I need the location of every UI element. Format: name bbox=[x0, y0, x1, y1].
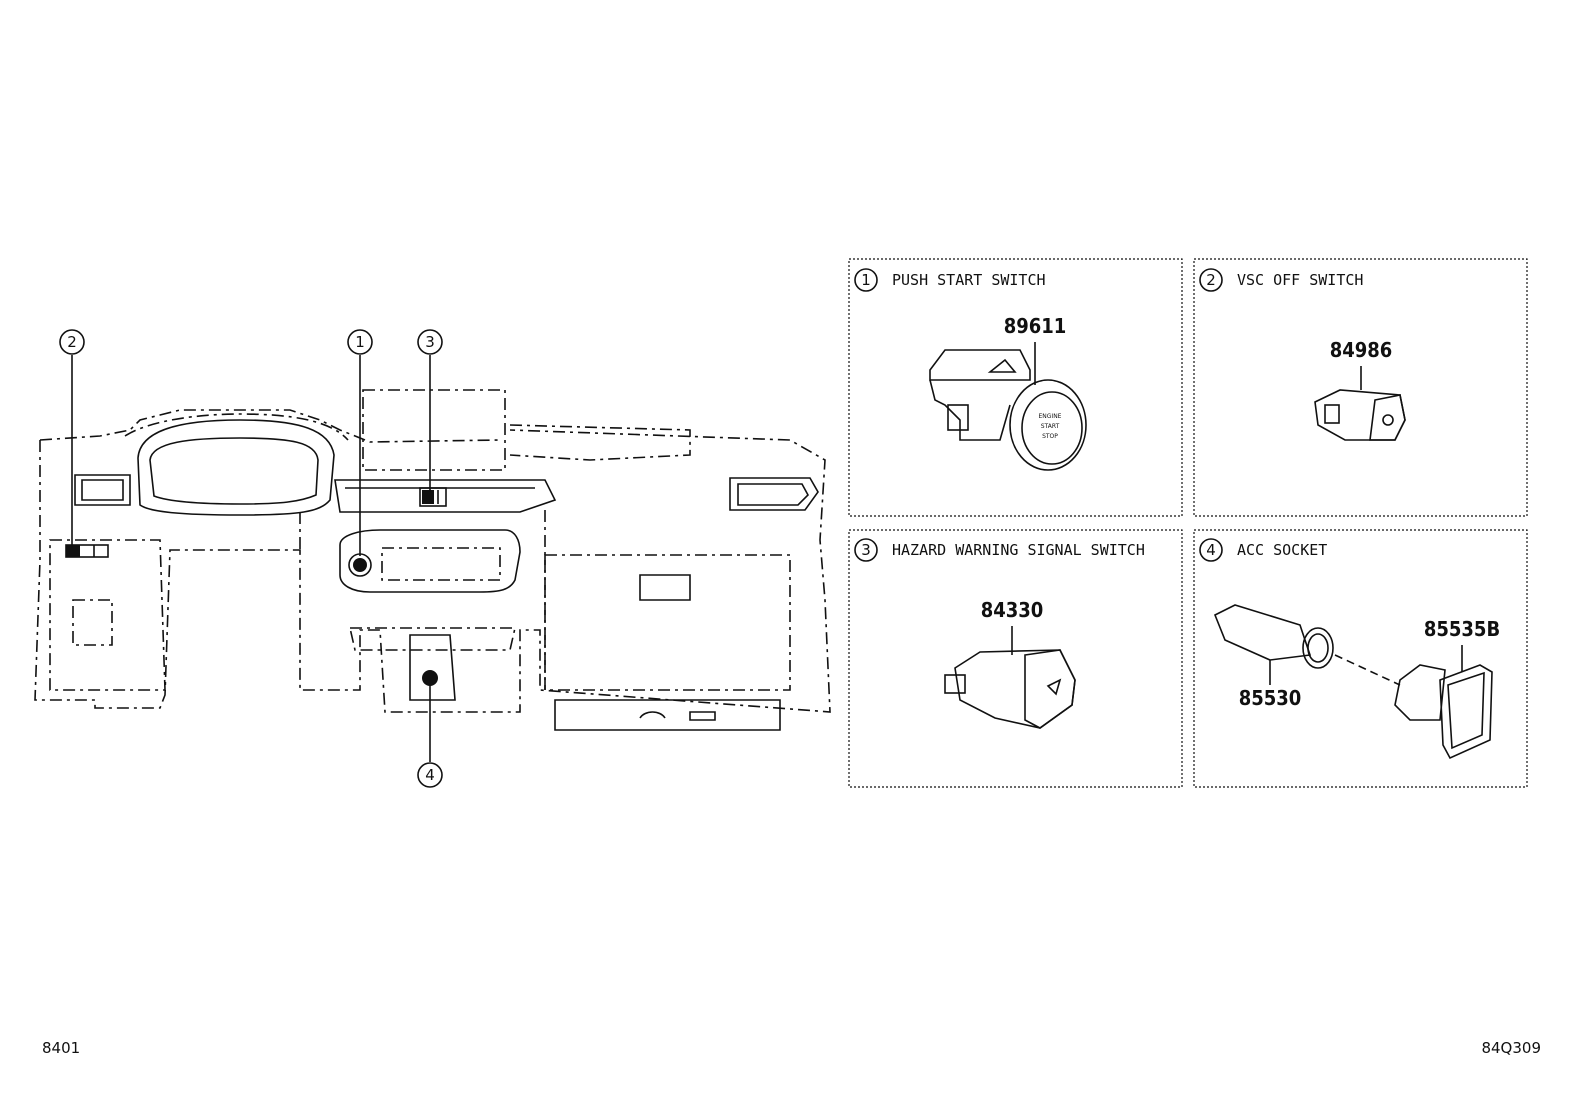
svg-text:4: 4 bbox=[1206, 541, 1216, 559]
callout-leaders bbox=[71, 355, 431, 762]
svg-text:ACC SOCKET: ACC SOCKET bbox=[1237, 541, 1327, 559]
svg-text:84330: 84330 bbox=[981, 598, 1044, 622]
svg-text:PUSH START SWITCH: PUSH START SWITCH bbox=[892, 271, 1046, 289]
svg-text:4: 4 bbox=[425, 766, 435, 784]
dashboard-assembly bbox=[34, 389, 831, 731]
footer-right-code: 84Q309 bbox=[1481, 1039, 1541, 1057]
svg-text:HAZARD WARNING SIGNAL SWITCH: HAZARD WARNING SIGNAL SWITCH bbox=[892, 541, 1145, 559]
panel-push-start-switch: 1 PUSH START SWITCH 89611 ENGINE START S… bbox=[848, 258, 1183, 517]
panel-vsc-off-switch: 2 VSC OFF SWITCH 84986 bbox=[1193, 258, 1528, 517]
svg-text:84986: 84986 bbox=[1330, 338, 1393, 362]
panel-acc-socket: 4 ACC SOCKET 85530 85535B bbox=[1193, 529, 1528, 788]
svg-text:2: 2 bbox=[1206, 271, 1216, 289]
svg-text:1: 1 bbox=[861, 271, 871, 289]
svg-text:1: 1 bbox=[355, 333, 365, 351]
svg-text:2: 2 bbox=[67, 333, 77, 351]
svg-text:3: 3 bbox=[425, 333, 435, 351]
callout-2: 2 bbox=[59, 329, 85, 355]
callout-1: 1 bbox=[347, 329, 373, 355]
svg-text:89611: 89611 bbox=[1004, 314, 1067, 338]
callout-4: 4 bbox=[417, 762, 443, 788]
svg-text:85535B: 85535B bbox=[1424, 617, 1500, 641]
svg-text:VSC OFF SWITCH: VSC OFF SWITCH bbox=[1237, 271, 1363, 289]
panel-hazard-warning-signal-switch: 3 HAZARD WARNING SIGNAL SWITCH 84330 bbox=[848, 529, 1183, 788]
svg-text:ENGINE: ENGINE bbox=[1039, 413, 1062, 420]
svg-text:85530: 85530 bbox=[1239, 686, 1302, 710]
svg-text:STOP: STOP bbox=[1042, 433, 1058, 440]
callout-3: 3 bbox=[417, 329, 443, 355]
footer-left-code: 8401 bbox=[42, 1039, 80, 1057]
svg-text:3: 3 bbox=[861, 541, 871, 559]
svg-text:START: START bbox=[1041, 423, 1060, 430]
